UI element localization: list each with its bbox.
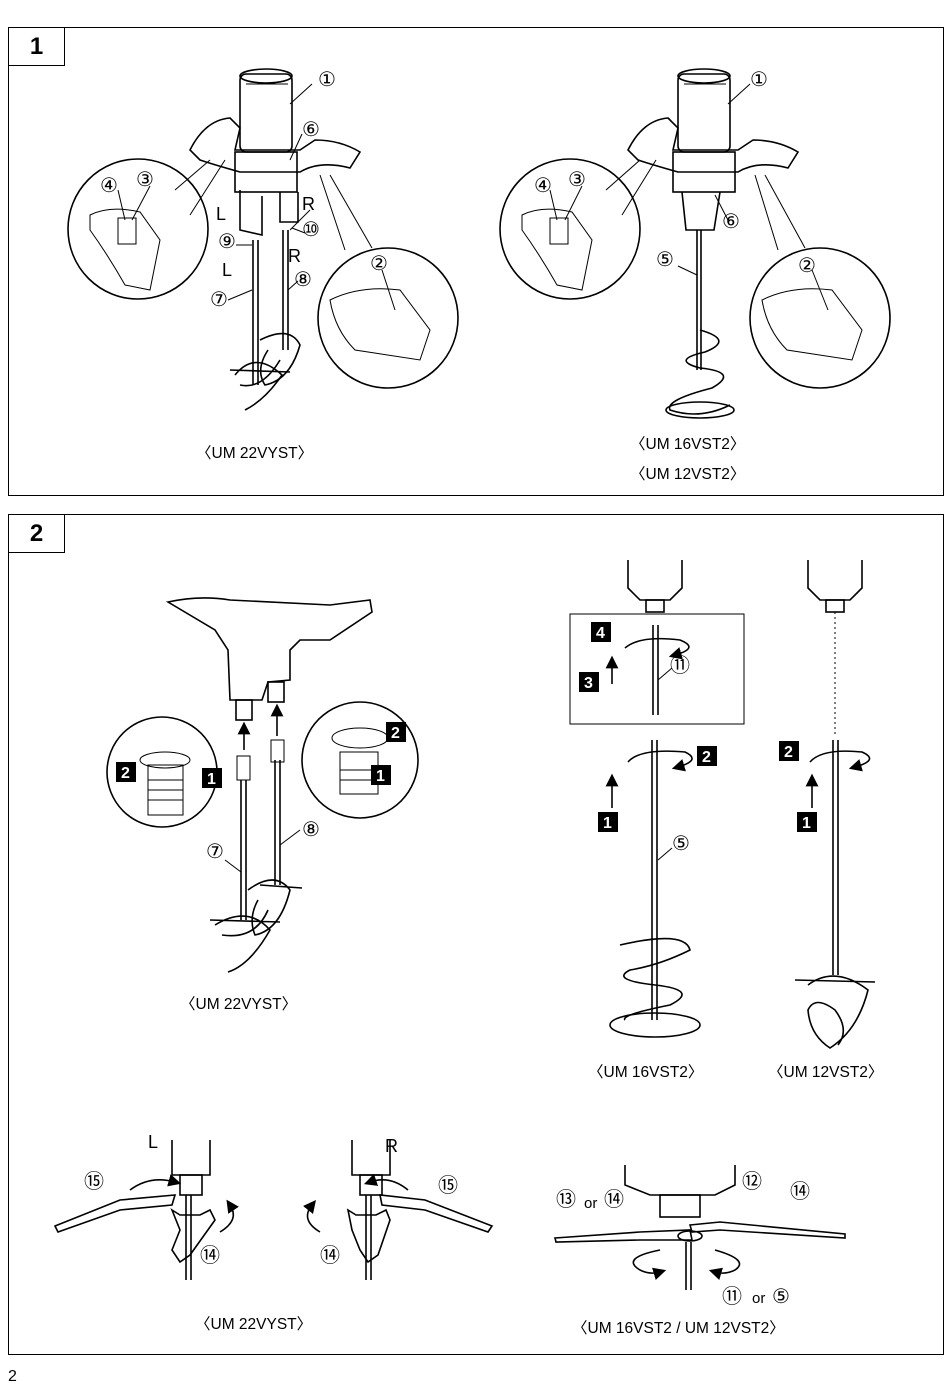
mixer-um22vyst-drawing <box>67 68 459 411</box>
figure-1-illustration: ① ⑥ ④ ③ ② L R ⑨ ⑩ R L ⑧ ⑦ ① ④ ③ ⑥ ⑤ ② <box>67 68 891 419</box>
callout-14: ⑭ <box>320 1244 340 1267</box>
callout-14: ⑭ <box>604 1188 624 1211</box>
label-L: L <box>222 260 232 280</box>
figure-1-panel: 1 <box>8 27 944 496</box>
step-2: 2 <box>391 725 400 742</box>
callout-3: ③ <box>568 169 586 191</box>
callout-6: ⑥ <box>302 119 320 141</box>
callout-3: ③ <box>136 169 154 191</box>
step-4: 4 <box>596 625 605 642</box>
fig2-callouts-bottom-right: ⑬ or ⑭ ⑫ ⑭ ⑪ or ⑤ <box>556 1170 810 1308</box>
label-L: L <box>148 1132 158 1152</box>
step-2: 2 <box>121 765 130 782</box>
fig2-caption-um12vst2: 〈UM 12VST2〉 <box>768 1064 884 1081</box>
fig2-caption-um22vyst-top: 〈UM 22VYST〉 <box>180 996 298 1013</box>
callout-5: ⑤ <box>772 1286 790 1308</box>
callout-9: ⑨ <box>218 231 236 253</box>
callout-7: ⑦ <box>206 841 224 863</box>
page-number: 2 <box>8 1368 17 1385</box>
fig2-um12vst2-install <box>779 560 876 1049</box>
fig2-caption-um16vst2-um12vst2: 〈UM 16VST2 / UM 12VST2〉 <box>572 1320 785 1337</box>
step-2: 2 <box>702 749 711 766</box>
callout-11: ⑪ <box>722 1285 742 1308</box>
label-R: R <box>385 1136 398 1156</box>
fig1-caption-um22vyst: 〈UM 22VYST〉 <box>196 445 314 462</box>
figure-1-number: 1 <box>9 28 65 66</box>
callout-14: ⑭ <box>200 1244 220 1267</box>
step-1: 1 <box>207 771 216 788</box>
callout-2: ② <box>798 255 816 277</box>
label-R: R <box>302 194 315 214</box>
fig2-steps-middle: 4 3 2 1 <box>584 625 711 832</box>
fig2-caption-um22vyst-bottom: 〈UM 22VYST〉 <box>195 1316 313 1333</box>
or-text: or <box>584 1195 597 1212</box>
callout-1: ① <box>318 69 336 91</box>
callout-7: ⑦ <box>210 289 228 311</box>
fig2-callouts-middle: ⑪ ⑤ <box>670 654 690 855</box>
step-2: 2 <box>784 744 793 761</box>
fig2-callouts-bottom-left: L R ⑮ ⑭ ⑭ ⑮ <box>84 1132 458 1267</box>
callout-8: ⑧ <box>302 819 320 841</box>
label-L: L <box>216 204 226 224</box>
callout-15: ⑮ <box>84 1170 104 1193</box>
callout-5: ⑤ <box>656 249 674 271</box>
callout-8: ⑧ <box>294 269 312 291</box>
callout-12: ⑫ <box>742 1170 762 1193</box>
or-text: or <box>752 1290 765 1307</box>
fig1-caption-um16vst2: 〈UM 16VST2〉 <box>630 436 746 453</box>
figure-2-panel: 2 <box>8 514 944 1355</box>
step-1: 1 <box>802 815 811 832</box>
fig2-spanner-um22vyst <box>53 1140 494 1280</box>
figure-1-callouts: ① ⑥ ④ ③ ② L R ⑨ ⑩ R L ⑧ ⑦ ① ④ ③ ⑥ ⑤ ② <box>100 69 816 311</box>
callout-13: ⑬ <box>556 1188 576 1211</box>
fig2-um16vst2-install <box>569 560 745 1038</box>
callout-1: ① <box>750 69 768 91</box>
callout-14: ⑭ <box>790 1180 810 1203</box>
callout-10: ⑩ <box>302 219 320 241</box>
label-R: R <box>288 246 301 266</box>
callout-5: ⑤ <box>672 833 690 855</box>
callout-4: ④ <box>100 175 118 197</box>
fig2-caption-um16vst2: 〈UM 16VST2〉 <box>588 1064 704 1081</box>
fig2-callouts-left: ⑧ ⑦ <box>206 819 320 863</box>
fig1-caption-um12vst2: 〈UM 12VST2〉 <box>630 466 746 483</box>
callout-11: ⑪ <box>670 654 690 677</box>
callout-2: ② <box>370 253 388 275</box>
step-1: 1 <box>376 768 385 785</box>
callout-6: ⑥ <box>722 211 740 233</box>
figure-1-leaders <box>117 83 829 311</box>
figure-2-number: 2 <box>9 515 65 553</box>
mixer-um16vst2-drawing <box>499 68 891 419</box>
fig2-steps-right: 2 1 <box>784 744 811 832</box>
fig2-steps-left: 2 1 2 1 <box>121 725 400 788</box>
callout-4: ④ <box>534 175 552 197</box>
fig2-spanner-um16vst2-um12vst2 <box>553 1165 846 1290</box>
callout-15: ⑮ <box>438 1174 458 1197</box>
step-3: 3 <box>584 675 593 692</box>
step-1: 1 <box>603 815 612 832</box>
fig2-um22vyst-install <box>106 597 419 973</box>
